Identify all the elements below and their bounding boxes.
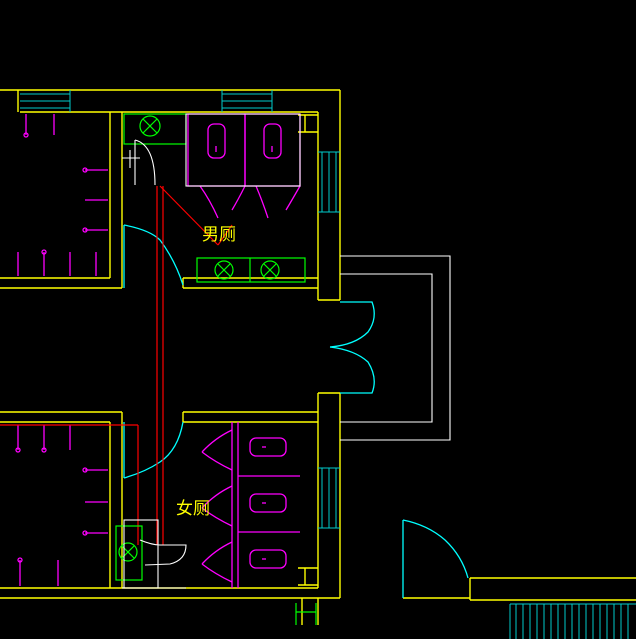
white-outlines [122, 113, 451, 589]
windows [20, 90, 636, 639]
doors [123, 224, 469, 598]
men-room-label: 男厕 [202, 225, 236, 245]
women-room-label: 女厕 [176, 499, 210, 519]
walls [0, 89, 636, 625]
fixtures [15, 113, 301, 588]
pipes [0, 185, 233, 545]
green-fixtures [115, 113, 317, 625]
